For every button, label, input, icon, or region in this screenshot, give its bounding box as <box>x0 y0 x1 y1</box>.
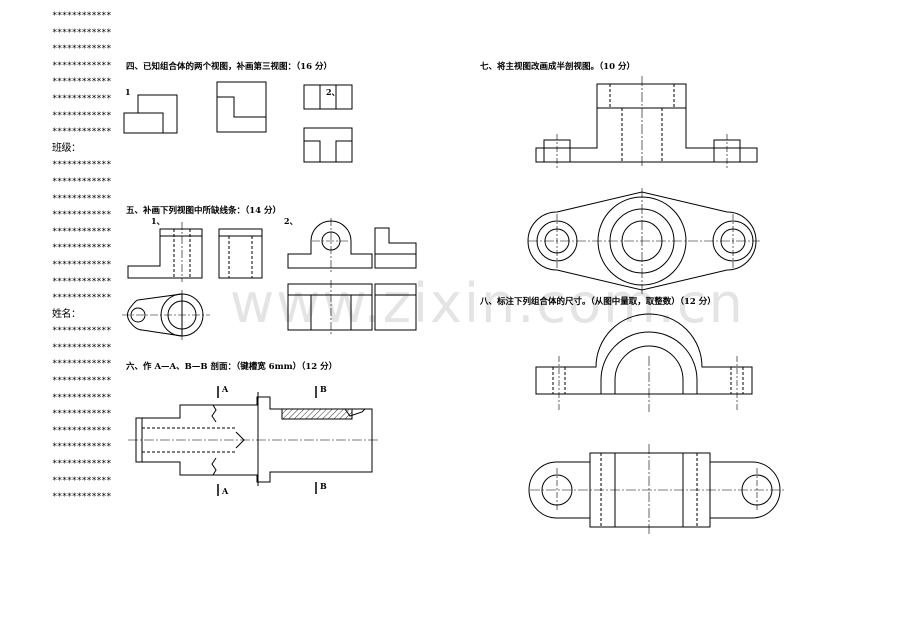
star-line: ************ <box>52 77 112 88</box>
q4-figure-1-side-view <box>216 81 267 133</box>
q4-figure-2-top-view <box>303 84 353 110</box>
watermark: www.zixin.com.cn <box>230 272 745 335</box>
q5-figure-1-front-view <box>127 222 203 282</box>
q5-figure-2-side-view <box>374 227 417 269</box>
star-line: ************ <box>52 243 112 254</box>
star-line: ************ <box>52 210 112 221</box>
q4-figure-1-front-view <box>123 94 178 134</box>
question-7-title: 七、将主视图改画成半剖视图。（10 分） <box>480 62 636 72</box>
star-line: ************ <box>52 276 112 287</box>
star-line: ************ <box>52 27 112 38</box>
star-line: ************ <box>52 376 112 387</box>
q4-sub-1-label: 1 <box>125 87 131 97</box>
star-line: ************ <box>52 392 112 403</box>
q4-figure-2-front-view <box>303 127 353 163</box>
star-line: ************ <box>52 459 112 470</box>
star-line: ************ <box>52 259 112 270</box>
q4-sub-2-label: 2、 <box>326 87 340 97</box>
class-field-label: 班级： <box>52 142 81 154</box>
star-line: ************ <box>52 409 112 420</box>
q6-shaft-drawing <box>128 386 380 496</box>
q7-top-view <box>527 188 760 294</box>
star-line: ************ <box>52 93 112 104</box>
star-line: ************ <box>52 176 112 187</box>
star-line: ************ <box>52 110 112 121</box>
binding-margin: ************ ************ ************ *… <box>52 8 122 506</box>
star-line: ************ <box>52 475 112 486</box>
star-line: ************ <box>52 359 112 370</box>
star-line: ************ <box>52 492 112 503</box>
section-b-bottom-label: B <box>320 481 327 491</box>
name-field-label: 姓名： <box>52 308 81 320</box>
q5-sub-1-label: 1、 <box>151 216 165 226</box>
star-line: ************ <box>52 293 112 304</box>
star-line: ************ <box>52 44 112 55</box>
q5-figure-1-side-view <box>218 228 263 279</box>
section-b-top-label: B <box>320 384 327 394</box>
q5-figure-2-extra-view <box>374 283 417 331</box>
section-a-bottom-label: A <box>222 486 229 496</box>
q5-figure-1-top-view <box>122 290 210 340</box>
q5-sub-2-label: 2、 <box>284 216 298 226</box>
q7-front-view <box>535 76 758 168</box>
q8-top-view <box>528 444 784 536</box>
section-a-top-label: A <box>222 384 229 394</box>
q5-figure-2-front-view <box>287 218 373 272</box>
star-line: ************ <box>52 342 112 353</box>
question-8-title: 八、标注下列组合体的尺寸。（从图中量取，取整数）（12 分） <box>480 297 716 307</box>
star-line: ************ <box>52 127 112 138</box>
q5-figure-2-top-view <box>287 280 373 334</box>
q8-front-view <box>535 313 753 412</box>
star-line: ************ <box>52 425 112 436</box>
star-line: ************ <box>52 160 112 171</box>
star-line: ************ <box>52 60 112 71</box>
question-4-title: 四、已知组合体的两个视图，补画第三视图：（16 分） <box>126 62 333 72</box>
star-line: ************ <box>52 11 112 21</box>
star-line: ************ <box>52 226 112 237</box>
star-line: ************ <box>52 326 112 337</box>
star-line: ************ <box>52 193 112 204</box>
question-5-title: 五、补画下列视图中所缺线条：（14 分） <box>126 206 282 216</box>
star-line: ************ <box>52 442 112 453</box>
question-6-title: 六、作 A—A、B—B 剖面：（键槽宽 6mm）（12 分） <box>126 362 338 372</box>
